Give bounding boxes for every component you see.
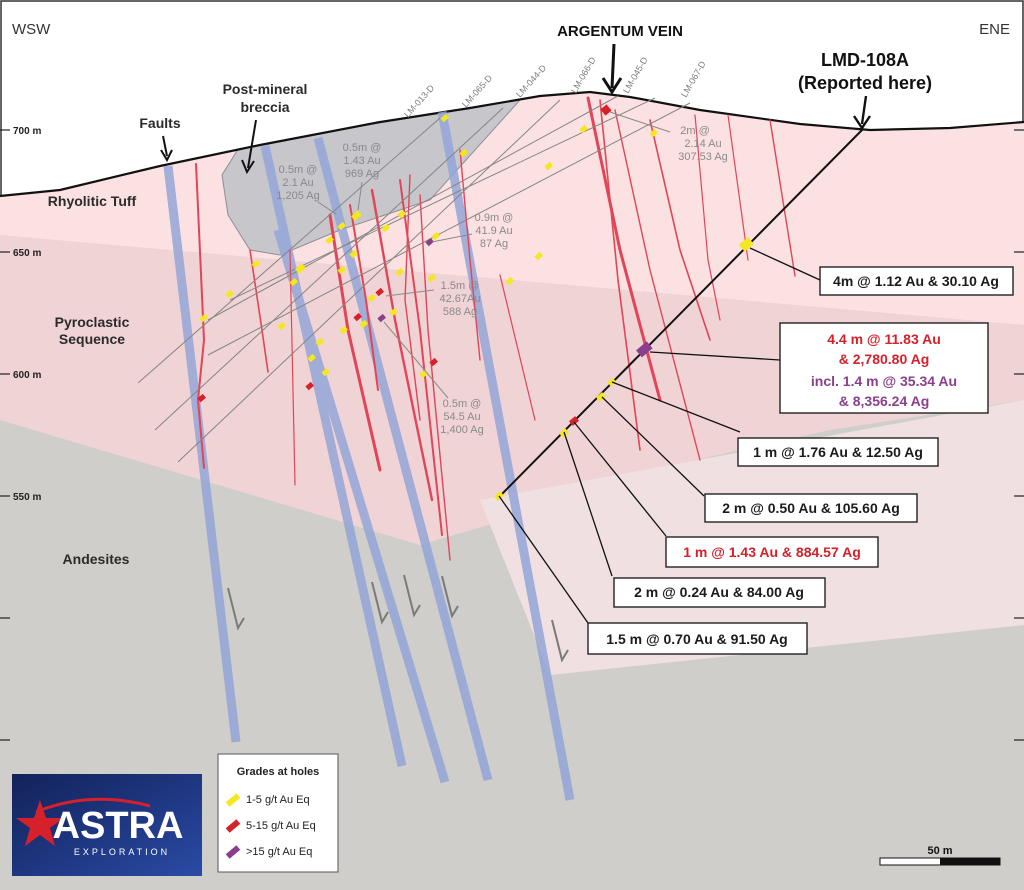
legend-swatch-yellow [225,793,241,807]
hole-title: LMD-108A [821,50,909,70]
grade-markers [197,104,754,501]
svg-text:0.5m @: 0.5m @ [443,398,482,410]
svg-text:4m @ 1.12 Au & 30.10 Ag: 4m @ 1.12 Au & 30.10 Ag [833,273,999,289]
historic-intercepts: 0.5m @ 1.43 Au 969 Ag 0.5m @ 2.1 Au 1,20… [276,125,728,436]
hole-subtitle: (Reported here) [798,73,932,93]
hole-arrow [853,115,871,131]
svg-text:& 2,780.80 Ag: & 2,780.80 Ag [839,351,930,367]
hole-lm-065 [154,107,504,431]
elevation-ticks [0,129,1024,741]
svg-text:0.5m @: 0.5m @ [343,142,382,154]
elev-600: 600 m [13,370,41,381]
vein-arrow [601,77,623,95]
unit-andesites: Andesites [63,551,130,567]
svg-text:54.5 Au: 54.5 Au [443,411,480,423]
scale-bar: 50 m [879,845,1001,866]
vein-title: ARGENTUM VEIN [557,23,683,40]
svg-text:1.5m @: 1.5m @ [441,280,480,292]
hole-lm-066 [207,95,619,321]
logo-star-icon [16,800,64,846]
orientation-left: WSW [12,21,51,38]
callout-i4: 2 m @ 0.50 Au & 105.60 Ag [704,493,918,523]
topography-line [0,90,1024,198]
svg-text:1.43 Au: 1.43 Au [343,155,380,167]
breccia-label-1: Post-mineral [223,81,308,97]
svg-text:incl. 1.4 m @ 35.34 Au: incl. 1.4 m @ 35.34 Au [811,373,957,389]
callout-i5: 1 m @ 1.43 Au & 884.57 Ag [665,536,879,568]
legend-swatch-purple [225,845,241,859]
callout-leaders [498,247,821,624]
callout-i3: 1 m @ 1.76 Au & 12.50 Ag [737,437,939,467]
hole-lmd-108a [497,129,863,499]
svg-text:969 Ag: 969 Ag [345,168,379,180]
unit-pyroclastic-1: Pyroclastic [55,314,130,330]
legend: Grades at holes 1-5 g/t Au Eq 5-15 g/t A… [217,753,339,873]
elev-650: 650 m [13,248,41,259]
breccia-label-2: breccia [240,99,289,115]
svg-text:1.5 m @ 0.70 Au & 91.50 Ag: 1.5 m @ 0.70 Au & 91.50 Ag [606,631,787,647]
svg-text:588 Ag: 588 Ag [443,306,477,318]
fault-3 [273,228,450,784]
svg-text:2 m @ 0.24 Au & 84.00 Ag: 2 m @ 0.24 Au & 84.00 Ag [634,584,804,600]
hole-lm-067 [207,102,691,356]
legend-title: Grades at holes [237,766,320,778]
svg-text:1,400 Ag: 1,400 Ag [440,424,483,436]
svg-text:2 m @ 0.50 Au & 105.60 Ag: 2 m @ 0.50 Au & 105.60 Ag [722,500,900,516]
svg-text:0.5m @: 0.5m @ [279,164,318,176]
svg-text:1 m @ 1.76 Au & 12.50 Ag: 1 m @ 1.76 Au & 12.50 Ag [753,444,923,460]
svg-text:87 Ag: 87 Ag [480,238,508,250]
historic-leaders [317,111,671,399]
unit-rhyolitic: Rhyolitic Tuff [48,193,137,209]
callout-i2: 4.4 m @ 11.83 Au & 2,780.80 Ag incl. 1.4… [779,322,989,414]
fault-5 [437,111,575,801]
elev-550: 550 m [13,492,41,503]
svg-text:4.4 m @ 11.83 Au: 4.4 m @ 11.83 Au [827,331,941,347]
svg-text:307.53 Ag: 307.53 Ag [678,151,728,163]
legend-item-3: >15 g/t Au Eq [246,846,312,858]
svg-text:41.9 Au: 41.9 Au [475,225,512,237]
faults-label: Faults [139,115,180,131]
svg-text:0.9m @: 0.9m @ [475,212,514,224]
legend-swatch-red [225,819,241,833]
svg-text:2m @: 2m @ [680,125,710,137]
svg-text:& 8,356.24 Ag: & 8,356.24 Ag [839,393,930,409]
veins [195,96,796,561]
logo-sub: EXPLORATION [74,847,170,857]
svg-text:2.14 Au: 2.14 Au [684,138,721,150]
callout-i1: 4m @ 1.12 Au & 30.10 Ag [819,266,1014,296]
hole-lm-013 [137,117,441,384]
svg-text:2.1 Au: 2.1 Au [282,177,313,189]
svg-text:1,205 Ag: 1,205 Ag [276,190,319,202]
legend-item-2: 5-15 g/t Au Eq [246,820,316,832]
astra-logo: ASTRA EXPLORATION [12,774,202,876]
callout-i7: 1.5 m @ 0.70 Au & 91.50 Ag [587,622,808,655]
svg-text:42.67Au: 42.67Au [440,293,481,305]
legend-item-1: 1-5 g/t Au Eq [246,794,310,806]
unit-pyroclastic-2: Sequence [59,331,125,347]
slip-indicators [227,574,569,663]
scale-label: 50 m [927,845,952,857]
svg-text:1 m @ 1.43 Au & 884.57 Ag: 1 m @ 1.43 Au & 884.57 Ag [683,544,861,560]
elev-700: 700 m [13,126,41,137]
callout-i6: 2 m @ 0.24 Au & 84.00 Ag [613,577,826,608]
hole-lm-044 [177,99,561,463]
logo-name: ASTRA [53,805,184,847]
orientation-right: ENE [979,21,1010,38]
